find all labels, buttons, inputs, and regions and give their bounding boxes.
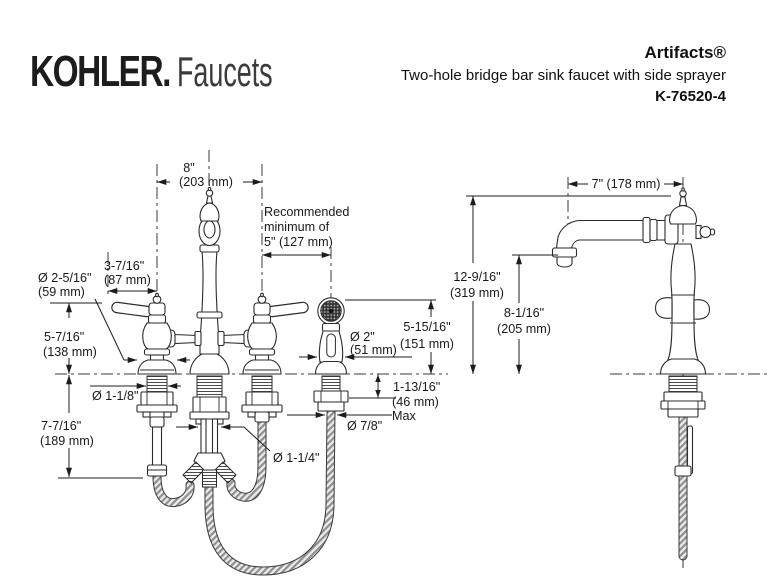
mounting-hardware-side [660, 375, 706, 418]
faucets-wordmark: Faucets [177, 48, 273, 95]
side-faucet-body [654, 243, 711, 375]
right-handle [242, 292, 309, 375]
dim-deck-thickness-max: Max [392, 409, 416, 423]
dim-handle-height-mm: (138 mm) [43, 345, 97, 359]
dimension-annotations: 8" (203 mm) Recommended minimum of 5" (1… [38, 161, 683, 479]
left-handle [111, 292, 177, 375]
dim-hole-dia-in: Ø 1-1/4" [273, 451, 319, 465]
dim-handle-clearance-in: 3-7/16" [104, 259, 144, 273]
dim-spout-reach-label: 7" (178 mm) [592, 177, 661, 191]
front-view-drawing [55, 150, 448, 576]
dim-overall-height-mm: (319 mm) [450, 286, 504, 300]
dim-sprayer-height-in: 5-15/16" [403, 320, 450, 334]
model-number: K-76520-4 [655, 88, 726, 106]
dim-shank-dia-in: Ø 1-1/8" [92, 389, 138, 403]
dim-handle-height: 5-7/16" (138 mm) [43, 302, 102, 374]
kohler-wordmark: KOHLER. [30, 47, 171, 96]
dim-below-deck-mm: (189 mm) [40, 434, 94, 448]
dim-recommended-line1: Recommended [264, 205, 349, 219]
side-spout [551, 187, 716, 268]
dim-handle-clearance-mm: (87 mm) [104, 273, 151, 287]
mounting-hardware-front [136, 375, 349, 488]
dim-recommended-minimum: Recommended minimum of 5" (127 mm) [262, 205, 349, 258]
dim-recommended-line2: minimum of [264, 220, 330, 234]
dim-sprayer-dia-mm: (51 mm) [350, 343, 397, 357]
dim-deck-thickness-in: 1-13/16" [393, 380, 440, 394]
product-description: Two-hole bridge bar sink faucet with sid… [400, 66, 726, 84]
dim-handle-clearance: 3-7/16" (87 mm) [104, 259, 157, 294]
product-family: Artifacts® [644, 43, 727, 62]
dim-hole-diameter: Ø 1-1/4" [176, 424, 319, 465]
dim-handle-height-in: 5-7/16" [44, 330, 84, 344]
dim-spout-height-mm: (205 mm) [497, 322, 551, 336]
dim-spread-in: 8" [183, 161, 194, 175]
side-view-drawing [551, 177, 770, 568]
side-sprayer [314, 297, 348, 375]
title-block: Artifacts® Two-hole bridge bar sink fauc… [401, 42, 726, 107]
dim-deck-thickness-mm: (46 mm) [392, 395, 439, 409]
dim-sprayer-diameter: Ø 2" (51 mm) [299, 330, 412, 360]
dim-below-deck-in: 7-7/16" [41, 419, 81, 433]
dim-escutcheon-dia-in: Ø 2-5/16" [38, 271, 91, 285]
dim-spread: 8" (203 mm) [157, 161, 262, 189]
dim-shank-diameter: Ø 1-1/8" [90, 383, 181, 403]
dim-sprayer-height-mm: (151 mm) [400, 337, 454, 351]
dim-sprayer-shank-dia-in: Ø 7/8" [347, 419, 382, 433]
dim-recommended-line3: 5" (127 mm) [264, 235, 333, 249]
dim-sprayer-dia-in: Ø 2" [350, 330, 375, 344]
spout-column [189, 186, 230, 375]
dim-escutcheon-diameter: Ø 2-5/16" (59 mm) [38, 271, 190, 363]
dim-spread-mm: (203 mm) [179, 175, 233, 189]
dim-deck-thickness: 1-13/16" (46 mm) Max [349, 374, 440, 423]
dim-escutcheon-dia-mm: (59 mm) [38, 285, 85, 299]
dim-spout-height-in: 8-1/16" [504, 306, 544, 320]
dim-spout-height: 8-1/16" (205 mm) [497, 254, 558, 374]
dim-sprayer-shank-diameter: Ø 7/8" [287, 412, 392, 433]
dim-overall-height: 12-9/16" (319 mm) [450, 195, 671, 374]
dim-sprayer-height: 5-15/16" (151 mm) [345, 299, 454, 374]
dim-overall-height-in: 12-9/16" [453, 270, 500, 284]
dim-spout-reach: 7" (178 mm) [568, 177, 683, 191]
supply-hoses [152, 407, 336, 576]
dim-below-deck: 7-7/16" (189 mm) [40, 375, 143, 479]
